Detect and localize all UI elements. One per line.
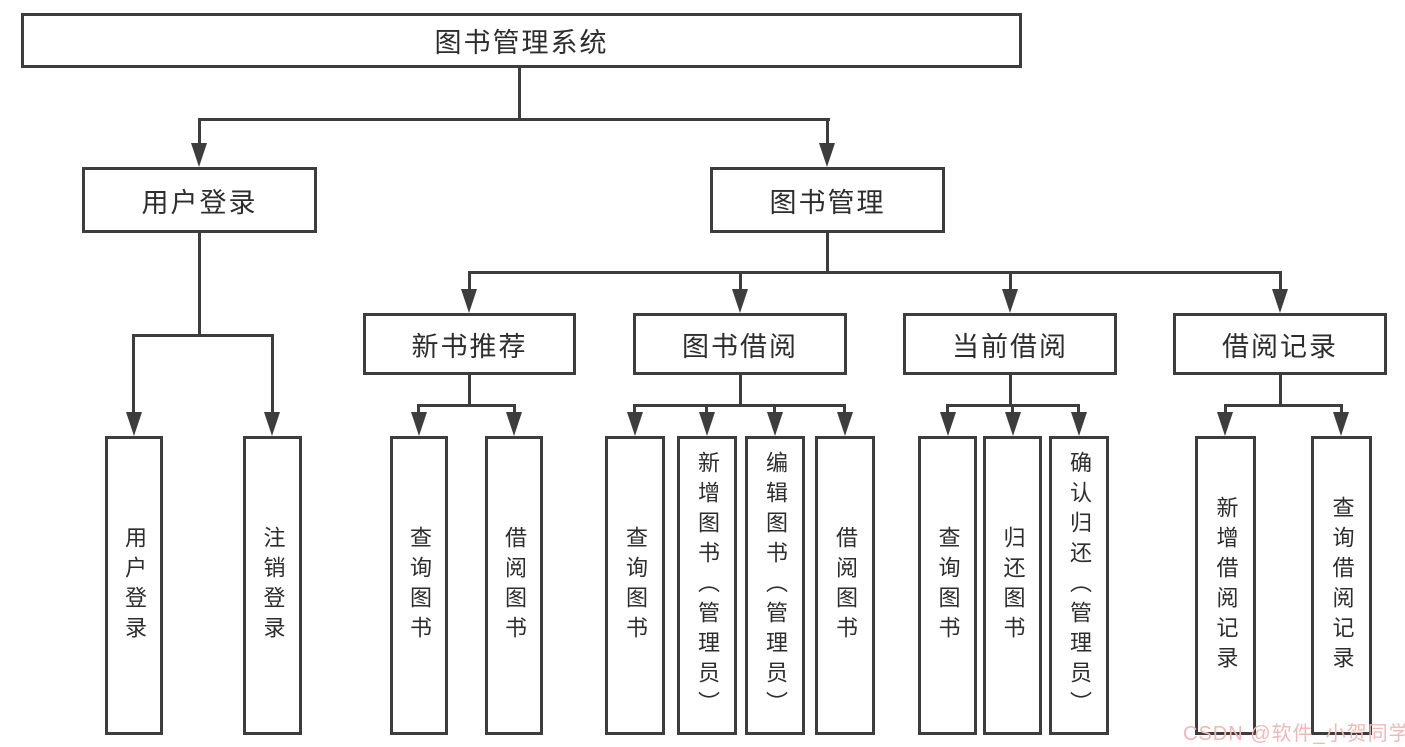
leaf-label: 查询图书 bbox=[623, 525, 648, 646]
connector-root-hline bbox=[198, 118, 830, 121]
leaf-borrow-books-recommend: 借阅图书 bbox=[485, 436, 543, 735]
connector-records-stub2 bbox=[1340, 404, 1343, 414]
leaf-return-book: 归还图书 bbox=[983, 436, 1042, 735]
connector-bookmgmt-stub4 bbox=[1279, 271, 1282, 291]
arrow-down-icon bbox=[1002, 289, 1018, 313]
connector-root-stub-left bbox=[198, 118, 201, 146]
leaf-label: 编辑图书（管理员） bbox=[763, 450, 788, 721]
connector-current-stub3 bbox=[1077, 404, 1080, 414]
leaf-label: 注销登录 bbox=[260, 525, 286, 646]
connector-userlogin-stub1 bbox=[132, 334, 135, 414]
connector-bookmgmt-stub2 bbox=[739, 271, 742, 291]
leaf-label: 归还图书 bbox=[1000, 525, 1026, 646]
arrow-down-icon bbox=[1272, 289, 1288, 313]
node-book-borrow: 图书借阅 bbox=[633, 313, 847, 375]
connector-current-stub2 bbox=[1011, 404, 1014, 414]
leaf-label: 借阅图书 bbox=[502, 525, 527, 646]
leaf-label: 用户登录 bbox=[122, 525, 147, 646]
node-current-borrow: 当前借阅 bbox=[903, 313, 1117, 375]
connector-recommend-stub1 bbox=[417, 404, 420, 414]
arrow-down-icon bbox=[411, 412, 427, 436]
connector-recommend-stub2 bbox=[513, 404, 516, 414]
node-root: 图书管理系统 bbox=[21, 13, 1022, 68]
connector-borrow-stub4 bbox=[843, 404, 846, 414]
arrow-down-icon bbox=[1071, 412, 1087, 436]
leaf-add-borrow-record: 新增借阅记录 bbox=[1195, 436, 1256, 735]
leaf-query-books-current: 查询图书 bbox=[918, 436, 977, 735]
leaf-query-borrow-record: 查询借阅记录 bbox=[1311, 436, 1372, 735]
connector-current-vline bbox=[1009, 375, 1012, 407]
connector-borrow-stub2 bbox=[705, 404, 708, 414]
leaf-query-books-borrow: 查询图书 bbox=[605, 436, 665, 735]
arrow-down-icon bbox=[126, 412, 142, 436]
arrow-down-icon bbox=[1005, 412, 1021, 436]
watermark: CSDN @软件_小贺同学 bbox=[1183, 723, 1405, 745]
arrow-down-icon bbox=[767, 412, 783, 436]
leaf-label: 确认归还（管理员） bbox=[1067, 450, 1092, 721]
node-new-book-recommend: 新书推荐 bbox=[363, 313, 576, 375]
connector-bookmgmt-hline bbox=[468, 271, 1281, 274]
node-label: 图书管理 bbox=[769, 187, 886, 218]
leaf-label: 新增借阅记录 bbox=[1213, 495, 1239, 676]
arrow-down-icon bbox=[264, 412, 280, 436]
leaf-label: 查询图书 bbox=[935, 525, 961, 646]
connector-borrow-hline bbox=[633, 404, 845, 407]
node-label: 用户登录 bbox=[141, 187, 258, 218]
node-label: 图书借阅 bbox=[682, 331, 798, 362]
leaf-label: 查询借阅记录 bbox=[1329, 495, 1355, 676]
arrow-down-icon bbox=[837, 412, 853, 436]
connector-borrow-stub1 bbox=[633, 404, 636, 414]
node-label: 借阅记录 bbox=[1222, 331, 1338, 362]
connector-borrow-vline bbox=[739, 375, 742, 407]
connector-current-stub1 bbox=[946, 404, 949, 414]
connector-bookmgmt-vline bbox=[826, 233, 829, 274]
connector-bookmgmt-stub3 bbox=[1009, 271, 1012, 291]
node-user-login: 用户登录 bbox=[82, 167, 317, 233]
leaf-label: 新增图书（管理员） bbox=[695, 450, 720, 721]
arrow-down-icon bbox=[940, 412, 956, 436]
connector-root-stub-right bbox=[826, 118, 829, 146]
node-label: 图书管理系统 bbox=[434, 28, 609, 58]
node-book-management: 图书管理 bbox=[710, 167, 945, 233]
leaf-label: 查询图书 bbox=[407, 525, 432, 646]
arrow-down-icon bbox=[1333, 412, 1349, 436]
leaf-user-login: 用户登录 bbox=[105, 436, 163, 735]
leaf-query-books-recommend: 查询图书 bbox=[390, 436, 448, 735]
connector-userlogin-stub2 bbox=[271, 334, 274, 414]
arrow-down-icon bbox=[819, 143, 835, 167]
arrow-down-icon bbox=[1217, 412, 1233, 436]
leaf-label: 借阅图书 bbox=[833, 525, 858, 646]
arrow-down-icon bbox=[699, 412, 715, 436]
connector-root-vline bbox=[518, 68, 521, 120]
node-borrow-records: 借阅记录 bbox=[1173, 313, 1387, 375]
leaf-edit-book-admin: 编辑图书（管理员） bbox=[745, 436, 805, 735]
arrow-down-icon bbox=[191, 143, 207, 167]
leaf-logout: 注销登录 bbox=[243, 436, 302, 735]
connector-borrow-stub3 bbox=[773, 404, 776, 414]
connector-records-stub1 bbox=[1224, 404, 1227, 414]
arrow-down-icon bbox=[506, 412, 522, 436]
arrow-down-icon bbox=[461, 289, 477, 313]
arrow-down-icon bbox=[732, 289, 748, 313]
connector-userlogin-vline bbox=[198, 233, 201, 337]
node-label: 当前借阅 bbox=[952, 331, 1068, 362]
connector-bookmgmt-stub1 bbox=[468, 271, 471, 291]
connector-records-hline bbox=[1224, 404, 1343, 407]
arrow-down-icon bbox=[627, 412, 643, 436]
leaf-confirm-return-admin: 确认归还（管理员） bbox=[1049, 436, 1109, 735]
leaf-borrow-books: 借阅图书 bbox=[815, 436, 875, 735]
connector-recommend-hline bbox=[417, 404, 516, 407]
node-label: 新书推荐 bbox=[411, 331, 528, 362]
connector-recommend-vline bbox=[468, 375, 471, 407]
leaf-add-book-admin: 新增图书（管理员） bbox=[677, 436, 737, 735]
connector-userlogin-hline bbox=[132, 334, 274, 337]
connector-records-vline bbox=[1279, 375, 1282, 407]
